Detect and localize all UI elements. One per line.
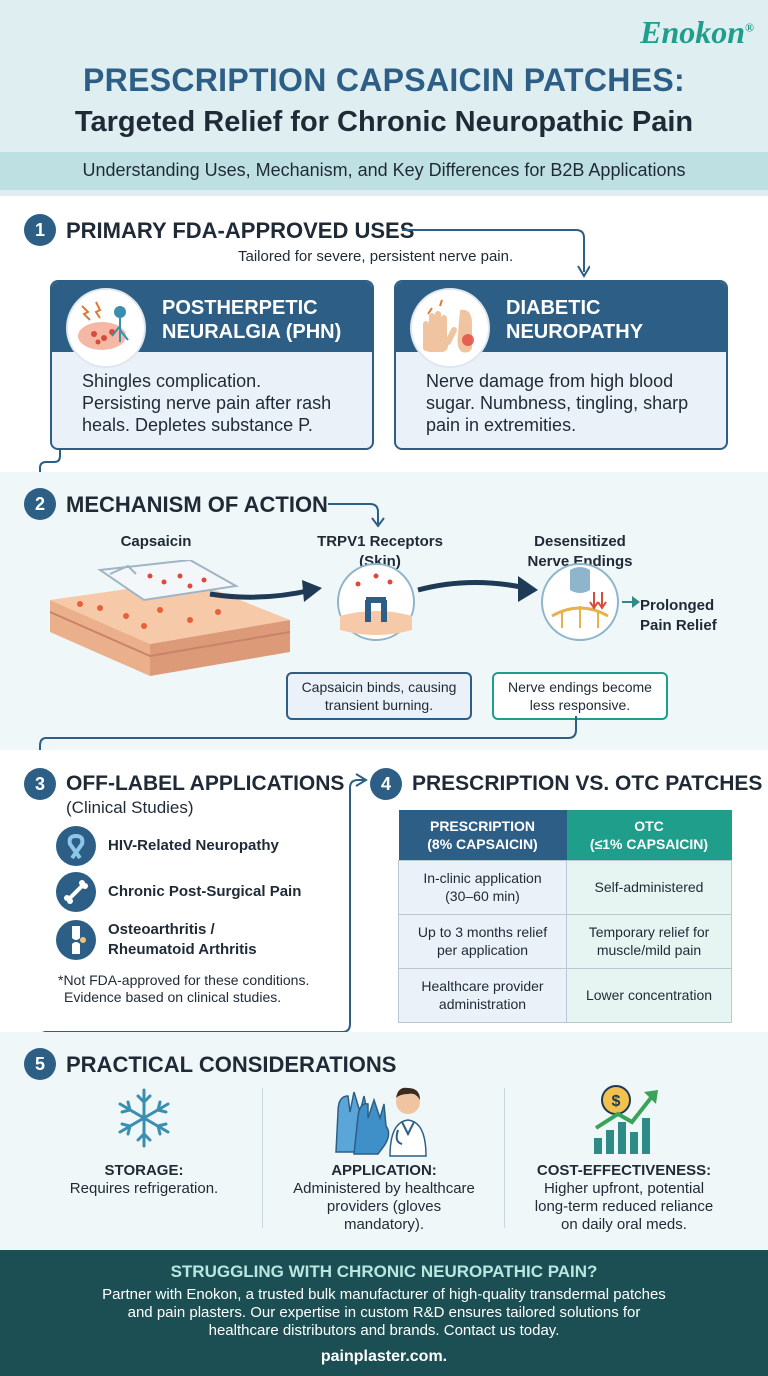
knee-joint-icon	[56, 920, 96, 960]
card-body: Shingles complication. Persisting nerve …	[82, 371, 332, 435]
mechanism-diagram	[49, 560, 640, 676]
section-title: PRACTICAL CONSIDERATIONS	[66, 1052, 397, 1077]
section-title: OFF-LABEL APPLICATIONS	[66, 772, 345, 795]
flow-arrow	[39, 773, 368, 1041]
hand-foot-icon	[410, 288, 490, 368]
flow-arrow	[402, 229, 590, 278]
section-number: 5	[24, 1048, 56, 1080]
table-row: In-clinic application(30–60 min) Self-ad…	[398, 859, 732, 915]
card-diabetic-neuropathy: DIABETIC NEUROPATHY Nerve damage from hi…	[394, 280, 728, 450]
card-title: DIABETIC NEUROPATHY	[506, 297, 644, 343]
section-note: Tailored for severe, persistent nerve pa…	[238, 248, 514, 265]
section-title: PRESCRIPTION VS. OTC PATCHES	[412, 772, 763, 795]
practical-storage: STORAGE: Requires refrigeration.	[69, 1162, 219, 1197]
capsaicin-label: Capsaicin	[120, 533, 192, 550]
desensitized-label: Desensitized Nerve Endings	[527, 533, 633, 570]
section-title: PRIMARY FDA-APPROVED USES	[66, 218, 415, 243]
gloves-doctor-icon	[335, 1087, 427, 1157]
section-offlabel-and-comparison: 3 OFF-LABEL APPLICATIONS (Clinical Studi…	[0, 750, 768, 1041]
subtitle-band	[0, 152, 768, 190]
footer-cta: STRUGGLING WITH CHRONIC NEUROPATHIC PAIN…	[0, 1250, 768, 1376]
footer-headline: STRUGGLING WITH CHRONIC NEUROPATHIC PAIN…	[170, 1262, 598, 1281]
section-practical: 5 PRACTICAL CONSIDERATIONS $ STORAGE: Re…	[0, 1032, 768, 1250]
nerve-rash-icon	[66, 288, 146, 368]
section-number: 1	[24, 214, 56, 246]
flow-arrow	[328, 503, 385, 528]
section-number: 3	[24, 768, 56, 800]
flow-arrow	[39, 716, 577, 750]
page-title: PRESCRIPTION CAPSAICIN PATCHES:	[83, 62, 685, 98]
page-subtitle: Targeted Relief for Chronic Neuropathic …	[74, 106, 694, 138]
practical-cost: COST-EFFECTIVENESS: Higher upfront, pote…	[534, 1162, 714, 1233]
footer-website-link[interactable]: painplaster.com.	[320, 1348, 448, 1365]
header: Enokon® PRESCRIPTION CAPSAICIN PATCHES: …	[0, 0, 768, 196]
bone-icon	[56, 872, 96, 912]
flow-arrow	[39, 450, 61, 486]
offlabel-footnote: *Not FDA-approved for these conditions. …	[58, 972, 310, 1005]
footer-body: Partner with Enokon, a trusted bulk manu…	[102, 1286, 666, 1339]
ribbon-icon	[56, 826, 96, 866]
section-subtitle: (Clinical Studies)	[66, 798, 194, 817]
card-body: Nerve damage from high blood sugar. Numb…	[426, 371, 689, 435]
mechanism-note-binding: Capsaicin binds, causing transient burni…	[286, 672, 472, 720]
section-number: 2	[24, 488, 56, 520]
cost-chart-icon: $	[594, 1085, 658, 1154]
svg-text:$: $	[612, 1093, 621, 1110]
relief-label: Prolonged Pain Relief	[640, 597, 717, 634]
card-title: POSTHERPETIC NEURALGIA (PHN)	[162, 297, 342, 343]
section-title: MECHANISM OF ACTION	[66, 492, 328, 517]
mechanism-note-desensitized: Nerve endings become less responsive.	[492, 672, 668, 720]
comparison-table: PRESCRIPTION(8% CAPSAICIN) OTC(≤1% CAPSA…	[398, 810, 732, 1023]
practical-application: APPLICATION: Administered by healthcare …	[293, 1162, 475, 1233]
table-header-row: PRESCRIPTION(8% CAPSAICIN) OTC(≤1% CAPSA…	[398, 810, 732, 860]
section-number: 4	[370, 768, 402, 800]
card-phn: POSTHERPETIC NEURALGIA (PHN) Shingles co…	[50, 280, 374, 450]
column-header-otc: OTC(≤1% CAPSAICIN)	[566, 810, 732, 860]
page-tagline: Understanding Uses, Mechanism, and Key D…	[82, 160, 686, 180]
column-header-prescription: PRESCRIPTION(8% CAPSAICIN)	[398, 810, 567, 860]
snowflake-icon	[118, 1088, 170, 1148]
section-mechanism: 2 MECHANISM OF ACTION Capsaicin TRPV1 Re…	[0, 472, 768, 750]
brand-logo: Enokon®	[640, 14, 754, 50]
section-fda-uses: 1 PRIMARY FDA-APPROVED USES Tailored for…	[0, 196, 768, 486]
